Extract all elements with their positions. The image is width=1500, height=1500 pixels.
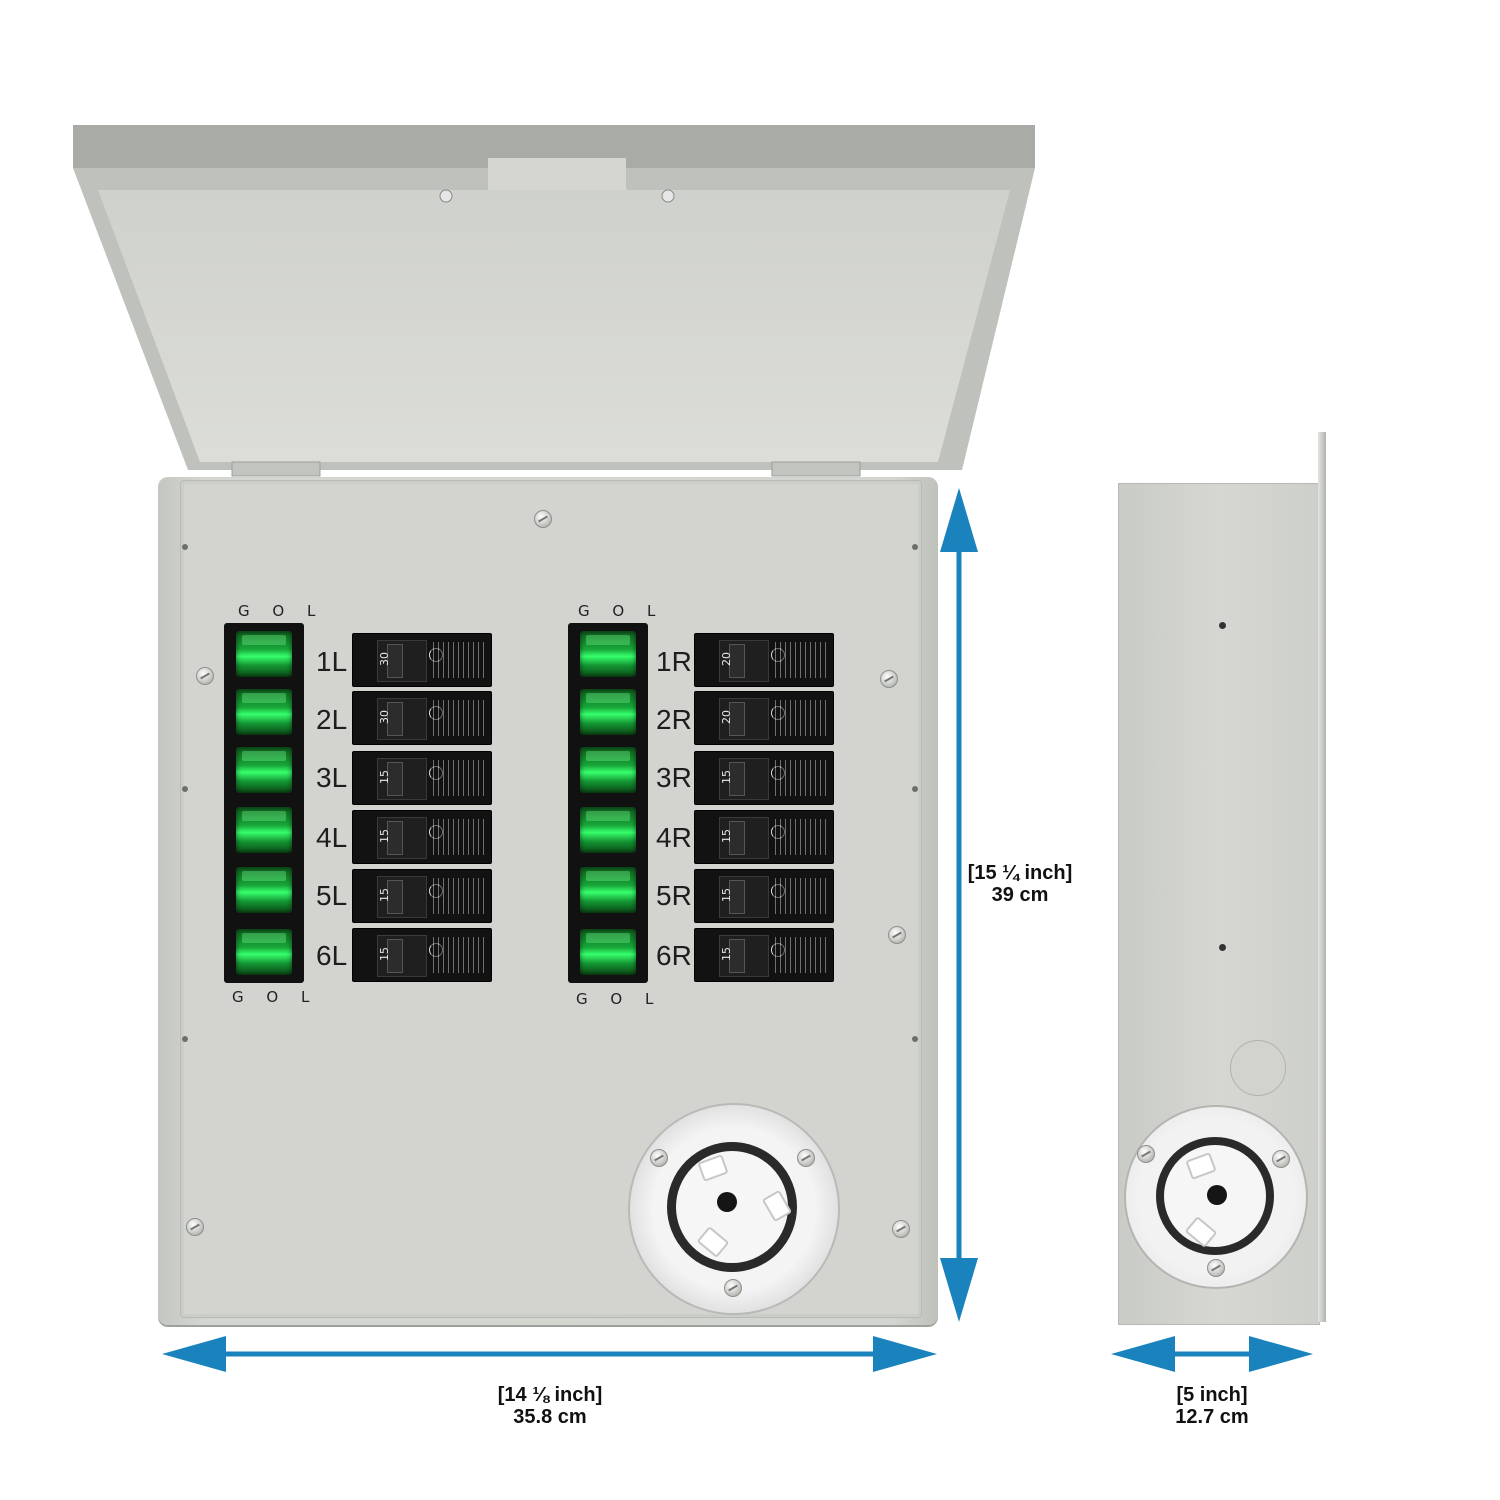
depth-cm: 12.7 cm — [1175, 1406, 1249, 1428]
breaker-icon[interactable]: 15 — [352, 751, 492, 805]
green-toggle-icon[interactable] — [580, 689, 636, 735]
screw-icon — [196, 667, 214, 685]
width-cm: 35.8 cm — [513, 1406, 587, 1428]
side-hole — [1219, 622, 1226, 629]
screw-icon — [1207, 1259, 1225, 1277]
edge-hole — [912, 1036, 918, 1042]
circuit-label: 4R — [656, 822, 692, 853]
circuit-label: 1R — [656, 646, 692, 677]
inlet-ground-hole — [1207, 1185, 1227, 1205]
green-toggle-icon[interactable] — [236, 747, 292, 793]
circuit-label: 6R — [656, 940, 692, 971]
circuit-label: 3R — [656, 762, 692, 793]
breaker-icon[interactable]: 15 — [694, 869, 834, 923]
gol-label-bottom-right: G O L — [576, 990, 663, 1008]
inlet-ground-hole — [717, 1192, 737, 1212]
switch-bank-right — [568, 623, 648, 983]
circuit-label: 5L — [316, 880, 348, 911]
green-toggle-icon[interactable] — [236, 807, 292, 853]
circuit-label: 4L — [316, 822, 348, 853]
screw-icon — [650, 1149, 668, 1167]
circuit-label: 2L — [316, 704, 348, 735]
screw-icon — [724, 1279, 742, 1297]
green-toggle-icon[interactable] — [236, 689, 292, 735]
height-cm: 39 cm — [991, 884, 1049, 906]
height-dimension: [15 ¼ inch] 39 cm — [950, 862, 1090, 906]
switch-bank-left — [224, 623, 304, 983]
circuit-label: 6L — [316, 940, 348, 971]
green-toggle-icon[interactable] — [236, 867, 292, 913]
breaker-icon[interactable]: 20 — [694, 691, 834, 745]
breaker-icon[interactable]: 20 — [694, 633, 834, 687]
gol-label-bottom-left: G O L — [232, 988, 319, 1006]
screw-icon — [892, 1220, 910, 1238]
circuit-label: 1L — [316, 646, 348, 677]
breaker-icon[interactable]: 15 — [694, 928, 834, 982]
circuit-label: 2R — [656, 704, 692, 735]
breaker-icon[interactable]: 30 — [352, 633, 492, 687]
edge-hole — [182, 786, 188, 792]
screw-icon — [797, 1149, 815, 1167]
screw-icon — [1272, 1150, 1290, 1168]
edge-hole — [912, 786, 918, 792]
breaker-icon[interactable]: 30 — [352, 691, 492, 745]
depth-inch: [5 inch] — [1176, 1384, 1248, 1406]
screw-icon — [534, 510, 552, 528]
breaker-icon[interactable]: 15 — [694, 751, 834, 805]
height-inch: [15 ¼ inch] — [967, 862, 1073, 884]
edge-hole — [182, 544, 188, 550]
edge-hole — [912, 544, 918, 550]
green-toggle-icon[interactable] — [580, 867, 636, 913]
breaker-icon[interactable]: 15 — [352, 810, 492, 864]
enclosure-lid — [73, 125, 1035, 477]
width-dimension: [14 ⅛ inch] 35.8 cm — [470, 1384, 630, 1428]
side-hole — [1219, 944, 1226, 951]
knockout — [1230, 1040, 1286, 1096]
screw-icon — [186, 1218, 204, 1236]
gol-label-top-right: G O L — [578, 602, 665, 620]
circuit-label: 5R — [656, 880, 692, 911]
circuit-label: 3L — [316, 762, 348, 793]
screw-icon — [880, 670, 898, 688]
breaker-icon[interactable]: 15 — [352, 869, 492, 923]
green-toggle-icon[interactable] — [580, 929, 636, 975]
breaker-icon[interactable]: 15 — [694, 810, 834, 864]
side-flange — [1318, 432, 1326, 1322]
green-toggle-icon[interactable] — [580, 631, 636, 677]
gol-label-top-left: G O L — [238, 602, 325, 620]
width-inch: [14 ⅛ inch] — [497, 1384, 603, 1406]
green-toggle-icon[interactable] — [580, 747, 636, 793]
green-toggle-icon[interactable] — [236, 631, 292, 677]
breaker-icon[interactable]: 15 — [352, 928, 492, 982]
screw-icon — [1137, 1145, 1155, 1163]
green-toggle-icon[interactable] — [580, 807, 636, 853]
depth-dimension: [5 inch] 12.7 cm — [1142, 1384, 1282, 1428]
screw-icon — [888, 926, 906, 944]
edge-hole — [182, 1036, 188, 1042]
green-toggle-icon[interactable] — [236, 929, 292, 975]
